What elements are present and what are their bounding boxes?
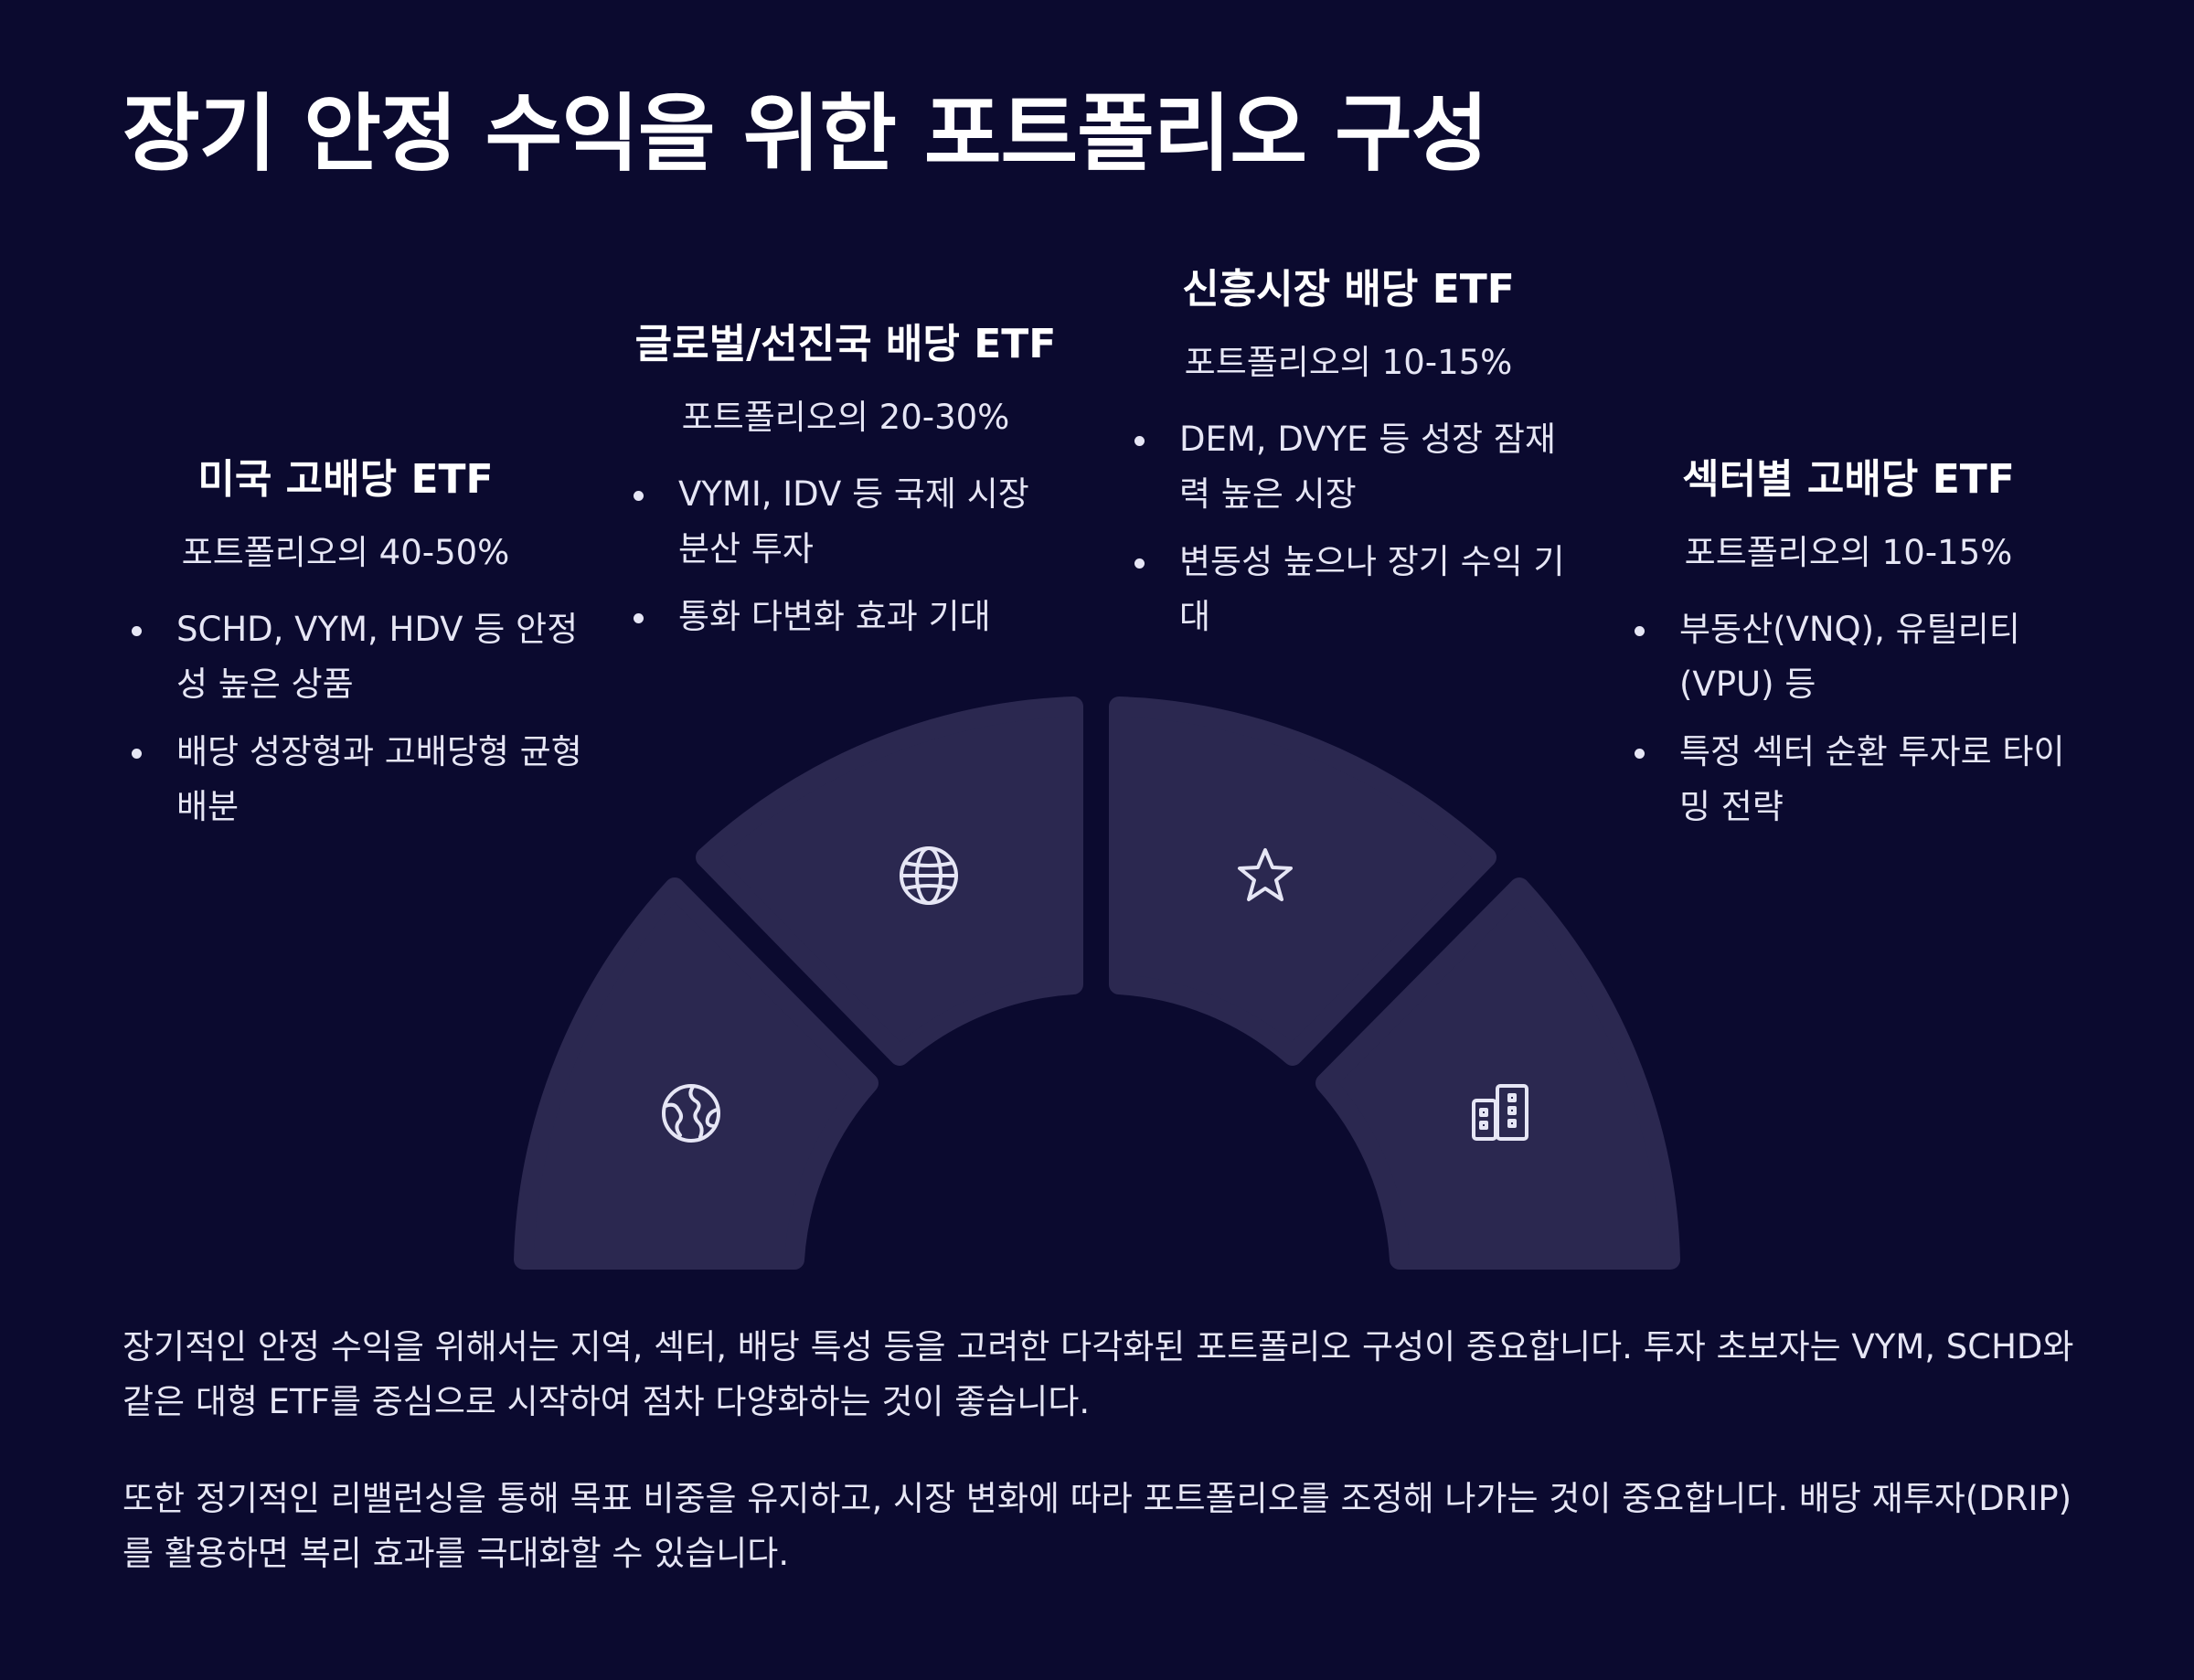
segment-bullet-text: 통화 다변화 효과 기대 [678, 597, 991, 637]
segment-bullet-text: SCHD, VYM, HDV 등 안정성 높은 상품 [176, 610, 579, 705]
segment-bullet-text: DEM, DVYE 등 성장 잠재력 높은 시장 [1179, 420, 1556, 515]
segment-bullet-text: 변동성 높으나 장기 수익 기대 [1179, 542, 1565, 637]
segment-card-emerging-dividend: 신흥시장 배당 ETF 포트폴리오의 10-15% DEM, DVYE 등 성장… [1102, 263, 1595, 657]
segment-bullet-text: 특정 섹터 순환 투자로 타이밍 전략 [1679, 732, 2065, 827]
segment-title: 글로벌/선진국 배당 ETF [634, 321, 1057, 367]
description-paragraph: 장기적인 안정 수익을 위해서는 지역, 섹터, 배당 특성 등을 고려한 다각… [122, 1327, 2074, 1421]
bullet-dot [634, 491, 644, 502]
segment-arc-sector [1315, 877, 1680, 1270]
bullet-dot [1134, 436, 1145, 447]
segment-share: 포트폴리오의 40-50% [181, 533, 510, 573]
globe-icon [900, 846, 958, 905]
description-paragraph: 또한 정기적인 리밸런싱을 통해 목표 비중을 유지하고, 시장 변화에 따라 … [122, 1479, 2072, 1573]
segment-arc-global [696, 696, 1083, 1066]
segment-bullet: VYMI, IDV 등 국제 시장 분산 투자 [626, 467, 1065, 577]
segment-title: 섹터별 고배당 ETF [1682, 456, 2015, 503]
segment-share: 포트폴리오의 10-15% [1184, 343, 1513, 383]
segment-share: 포트폴리오의 10-15% [1684, 533, 2013, 573]
bullet-dot [634, 613, 644, 624]
segment-bullet: 통화 다변화 효과 기대 [626, 590, 1065, 644]
segment-bullet: 변동성 높으나 장기 수익 기대 [1127, 535, 1566, 644]
segment-bullet-list: 부동산(VNQ), 유틸리티(VPU) 등 특정 섹터 순환 투자로 타이밍 전… [1627, 602, 2084, 835]
bullet-dot [132, 749, 142, 760]
segment-card-global-dividend: 글로벌/선진국 배당 ETF 포트폴리오의 20-30% VYMI, IDV 등… [599, 318, 1092, 657]
segment-arc-us [514, 877, 879, 1270]
segment-bullet-text: 부동산(VNQ), 유틸리티(VPU) 등 [1679, 610, 2020, 705]
buildings-icon [1472, 1084, 1528, 1141]
segment-bullet: 배당 성장형과 고배당형 균형 배분 [124, 725, 600, 835]
bullet-dot [1635, 749, 1645, 760]
segment-share: 포트폴리오의 20-30% [681, 398, 1010, 438]
segment-bullet: DEM, DVYE 등 성장 잠재력 높은 시장 [1127, 412, 1566, 522]
segment-bullet-text: VYMI, IDV 등 국제 시장 분산 투자 [678, 474, 1029, 569]
segment-title: 신흥시장 배당 ETF [1182, 266, 1515, 313]
bullet-dot [1635, 626, 1645, 637]
segment-card-us-high-dividend: 미국 고배당 ETF 포트폴리오의 40-50% SCHD, VYM, HDV … [99, 453, 592, 847]
segment-title: 미국 고배당 ETF [197, 456, 494, 503]
bullet-dot [1134, 558, 1145, 569]
segment-bullet-list: VYMI, IDV 등 국제 시장 분산 투자 통화 다변화 효과 기대 [626, 467, 1065, 644]
globe-americas-icon [662, 1084, 720, 1143]
segment-bullet: 특정 섹터 순환 투자로 타이밍 전략 [1627, 725, 2084, 835]
segment-bullet-list: SCHD, VYM, HDV 등 안정성 높은 상품 배당 성장형과 고배당형 … [124, 602, 600, 835]
segment-bullet: SCHD, VYM, HDV 등 안정성 높은 상품 [124, 602, 600, 712]
segment-bullet-list: DEM, DVYE 등 성장 잠재력 높은 시장 변동성 높으나 장기 수익 기… [1127, 412, 1566, 644]
segment-arc-emerging [1109, 696, 1496, 1066]
segment-card-sector-dividend: 섹터별 고배당 ETF 포트폴리오의 10-15% 부동산(VNQ), 유틸리티… [1602, 453, 2095, 847]
bullet-dot [132, 626, 142, 637]
star-icon [1238, 848, 1293, 901]
page-title: 장기 안정 수익을 위한 포트폴리오 구성 [122, 85, 1488, 183]
segment-bullet-text: 배당 성장형과 고배당형 균형 배분 [176, 732, 582, 827]
segment-bullet: 부동산(VNQ), 유틸리티(VPU) 등 [1627, 602, 2084, 712]
